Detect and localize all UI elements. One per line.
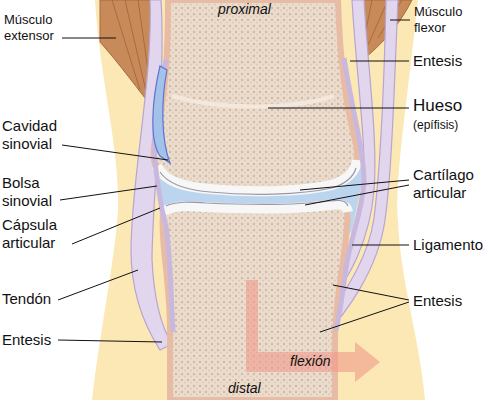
part-label: Ligamento xyxy=(413,236,483,254)
part-label: Entesis xyxy=(2,331,51,349)
part-label: Entesis xyxy=(413,52,462,70)
part-label: Músculo flexor xyxy=(414,4,484,35)
part-label: Cápsula articular xyxy=(2,216,84,252)
part-label: Bolsa sinovial xyxy=(2,174,84,210)
part-label: Entesis xyxy=(413,292,462,310)
direction-label: distal xyxy=(228,380,261,397)
part-label: Hueso xyxy=(413,96,462,116)
part-label: Músculo extensor xyxy=(4,12,72,43)
direction-label: proximal xyxy=(218,1,271,18)
motion-label: flexión xyxy=(290,353,330,370)
part-label: Cavidad sinovial xyxy=(2,117,84,153)
part-label: Cartílago articular xyxy=(413,166,497,202)
part-note: (epífisis) xyxy=(413,118,458,132)
part-label: Tendón xyxy=(2,290,51,308)
